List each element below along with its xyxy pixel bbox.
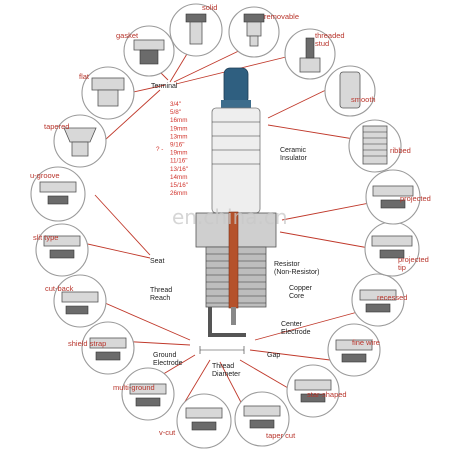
ground-electrode-hook [208, 307, 246, 337]
label-terminal: Terminal [151, 83, 178, 90]
thread-size-item: 13/16" [170, 166, 188, 173]
terminal-ring-tapered [53, 114, 107, 168]
electrode-ring-v-cut [176, 393, 232, 449]
label-resistor: Resistor(Non-Resistor) [274, 261, 320, 276]
label-v-cut: v-cut [159, 428, 176, 437]
center-electrode-tip [231, 307, 236, 325]
ceramic-insulator-body [211, 107, 261, 214]
label-gap: Gap [267, 352, 280, 359]
electrode-ring-taper-cut [234, 391, 290, 447]
label-solid: solid [202, 3, 217, 12]
terminal-ring-ribbed [348, 119, 402, 173]
thread-size-item: 19mm [170, 125, 188, 132]
label-star-shaped: star-shaped [307, 390, 347, 399]
label-ribbed: ribbed [390, 146, 411, 155]
electrode-ring-u-groove [30, 166, 86, 222]
label-flat: flat [79, 72, 90, 81]
terminal-ring-removable [228, 6, 280, 58]
electrode-ring-projected [365, 169, 421, 225]
thread-size-item: 26mm [170, 190, 188, 197]
thread-size-item: 9/16" [170, 142, 185, 149]
size-unknown-mark: ? - [156, 146, 163, 153]
label-taper-cut: taper cut [266, 431, 296, 440]
thread-size-item: 14mm [170, 174, 188, 181]
terminal-ring-flat [81, 66, 135, 120]
electrode-ring-shield-strap [81, 321, 135, 375]
electrode-ring-star-shaped [286, 364, 340, 418]
label-smooth: smooth [351, 95, 376, 104]
spark-plug [195, 67, 277, 354]
electrode-ring-recessed [351, 273, 405, 327]
terminal-cap [223, 67, 249, 105]
electrode-ring-multi-ground [121, 367, 175, 421]
electrode-labels: u-groove slit type cut-back shield strap… [30, 171, 431, 440]
terminal-ring-threaded-stud [284, 28, 336, 80]
electrode-ring-projected-tip [364, 221, 420, 277]
watermark: en.china.cn [172, 205, 288, 229]
label-gasket: gasket [116, 31, 139, 40]
label-tapered: tapered [44, 122, 69, 131]
label-u-groove: u-groove [30, 171, 60, 180]
thread-size-item: 16mm [170, 117, 188, 124]
terminal-ring-gasket [123, 25, 175, 77]
label-multi-ground: multi-ground [113, 383, 155, 392]
thread-size-list: 3/4"5/8"16mm19mm13mm9/16"19mm11/16"13/16… [170, 101, 188, 197]
electrode-ring-slit-type [35, 223, 89, 277]
electrode-ring-fine-wire [327, 323, 381, 377]
label-cut-back: cut-back [45, 284, 74, 293]
thread-size-item: 3/4" [170, 101, 181, 108]
thread-size-item: 5/8" [170, 109, 181, 116]
thread-size-item: 19mm [170, 150, 188, 157]
label-removable: removable [264, 12, 299, 21]
label-fine-wire: fine wire [352, 338, 380, 347]
label-projected: projected [400, 194, 431, 203]
terminal-ring-smooth [324, 65, 376, 117]
label-slit-type: slit type [33, 233, 58, 242]
label-seat: Seat [150, 258, 164, 265]
thread-size-item: 15/16" [170, 182, 188, 189]
label-shield-strap: shield strap [68, 339, 106, 348]
thread-size-item: 13mm [170, 133, 188, 140]
terminal-ring-solid [169, 3, 223, 57]
label-recessed: recessed [377, 293, 407, 302]
electrode-ring-cut-back [53, 274, 107, 328]
thread-size-item: 11/16" [170, 158, 188, 165]
